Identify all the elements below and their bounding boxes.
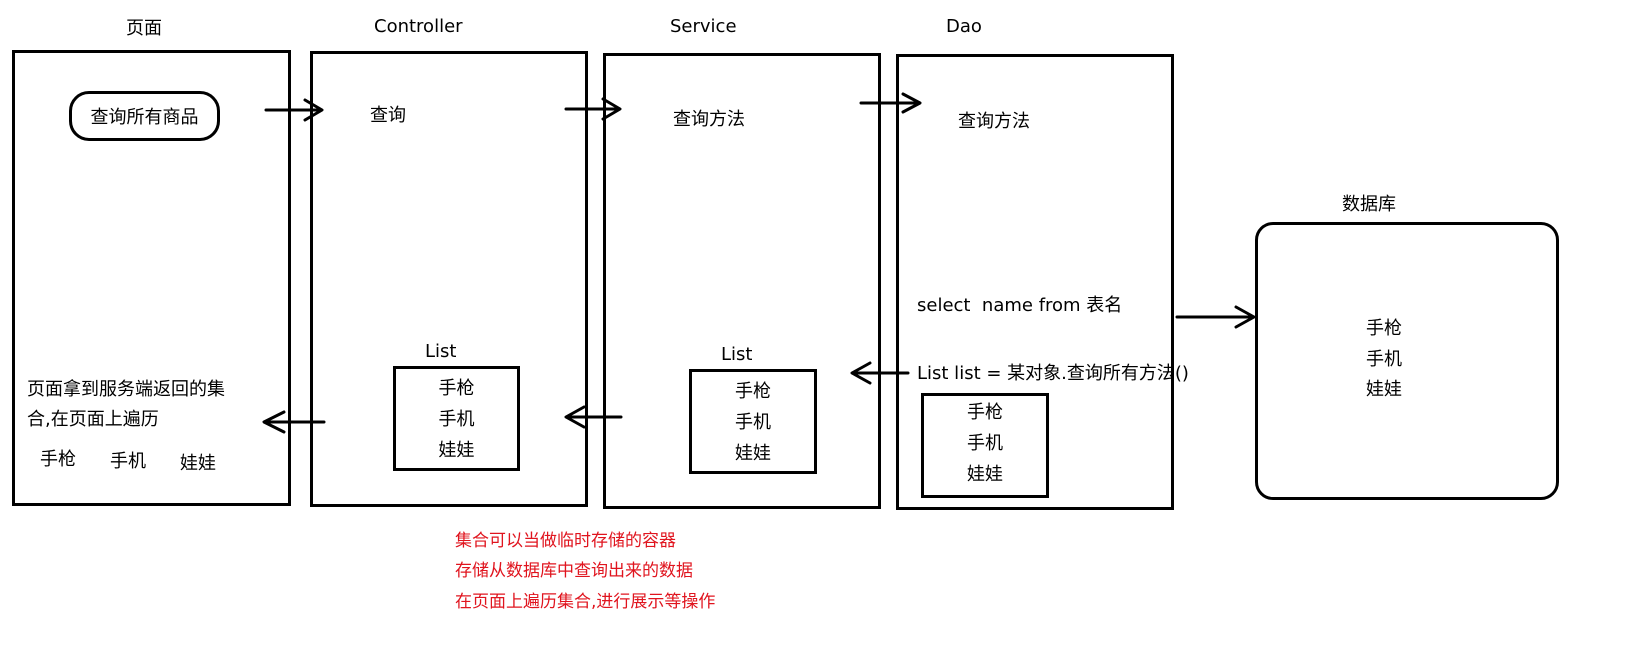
page-item: 手机 — [110, 451, 146, 472]
query-all-products-button[interactable]: 查询所有商品 — [69, 91, 220, 141]
arrow-left-icon — [850, 361, 910, 385]
list-item: 手机 — [735, 412, 771, 433]
page-column-title: 页面 — [126, 18, 162, 39]
dao-sql-text: select name from 表名 — [917, 295, 1123, 316]
database-item: 娃娃 — [1366, 379, 1402, 400]
arrow-left-icon — [564, 405, 623, 429]
arrow-right-icon — [859, 92, 922, 114]
list-item: 手枪 — [735, 381, 771, 402]
service-list-box: 手枪 手机 娃娃 — [689, 369, 817, 474]
arrow-right-icon — [264, 98, 324, 122]
list-item: 手枪 — [438, 378, 475, 399]
controller-list-box: 手枪 手机 娃娃 — [393, 366, 520, 471]
page-result-text-line2: 合,在页面上遍历 — [27, 409, 159, 430]
list-item: 手机 — [438, 409, 475, 430]
note-line: 在页面上遍历集合,进行展示等操作 — [455, 592, 716, 612]
database-item: 手机 — [1366, 349, 1402, 370]
controller-box — [310, 51, 588, 507]
service-box — [603, 53, 881, 509]
dao-list-code-text: List list = 某对象.查询所有方法() — [917, 363, 1189, 384]
page-item: 手枪 — [40, 449, 76, 470]
controller-query-label: 查询 — [370, 105, 406, 126]
dao-box — [896, 54, 1174, 510]
note-line: 存储从数据库中查询出来的数据 — [455, 561, 693, 581]
controller-column-title: Controller — [374, 16, 463, 37]
list-item: 娃娃 — [735, 443, 771, 464]
note-line: 集合可以当做临时存储的容器 — [455, 531, 676, 551]
dao-method-label: 查询方法 — [958, 111, 1030, 132]
service-list-label: List — [721, 344, 753, 365]
service-column-title: Service — [670, 16, 737, 37]
database-title: 数据库 — [1342, 194, 1396, 215]
arrow-right-icon — [1175, 305, 1256, 329]
query-all-products-label: 查询所有商品 — [90, 107, 199, 128]
list-item: 娃娃 — [438, 440, 475, 461]
list-item: 手枪 — [967, 402, 1003, 423]
list-item: 娃娃 — [967, 464, 1003, 485]
arrow-right-icon — [564, 97, 622, 121]
page-item: 娃娃 — [180, 453, 216, 474]
page-result-text-line1: 页面拿到服务端返回的集 — [27, 379, 225, 400]
database-box — [1255, 222, 1559, 500]
page-box — [12, 50, 291, 506]
database-item: 手枪 — [1366, 318, 1402, 339]
list-item: 手机 — [967, 433, 1003, 454]
dao-list-box: 手枪 手机 娃娃 — [921, 393, 1049, 498]
arrow-left-icon — [262, 410, 326, 434]
controller-list-label: List — [425, 341, 457, 362]
dao-column-title: Dao — [946, 16, 982, 37]
service-method-label: 查询方法 — [673, 109, 745, 130]
